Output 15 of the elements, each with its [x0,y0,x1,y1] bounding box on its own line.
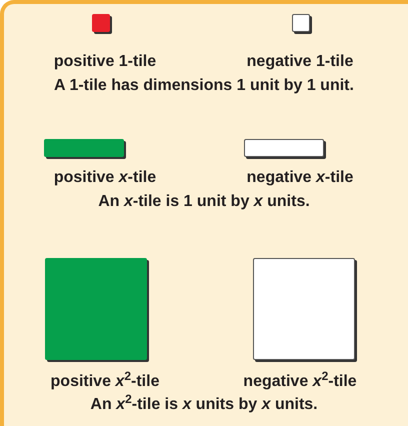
positive-unit-tile [92,14,110,32]
dimension-note: A 1-tile has dimensions 1 unit by 1 unit. [53,76,355,96]
tile-caption: positive x$^{2}$-tile [50,370,160,392]
tile-caption: positive x-tile [52,168,158,188]
tile-caption: negative x$^{2}$-tile [242,370,358,392]
negative-x-tile [244,139,324,157]
negative-x-squared-tile [253,258,355,360]
tile-caption: positive 1-tile [52,52,158,72]
dimension-note: An x$^{2}$-tile is x units by x units. [89,393,319,415]
positive-x-squared-tile [45,258,147,360]
tile-caption: negative x-tile [246,168,354,188]
dimension-note: An x-tile is 1 unit by x units. [97,192,311,212]
tile-caption: negative 1-tile [246,52,354,72]
negative-unit-tile [292,14,310,32]
positive-x-tile [44,139,124,157]
